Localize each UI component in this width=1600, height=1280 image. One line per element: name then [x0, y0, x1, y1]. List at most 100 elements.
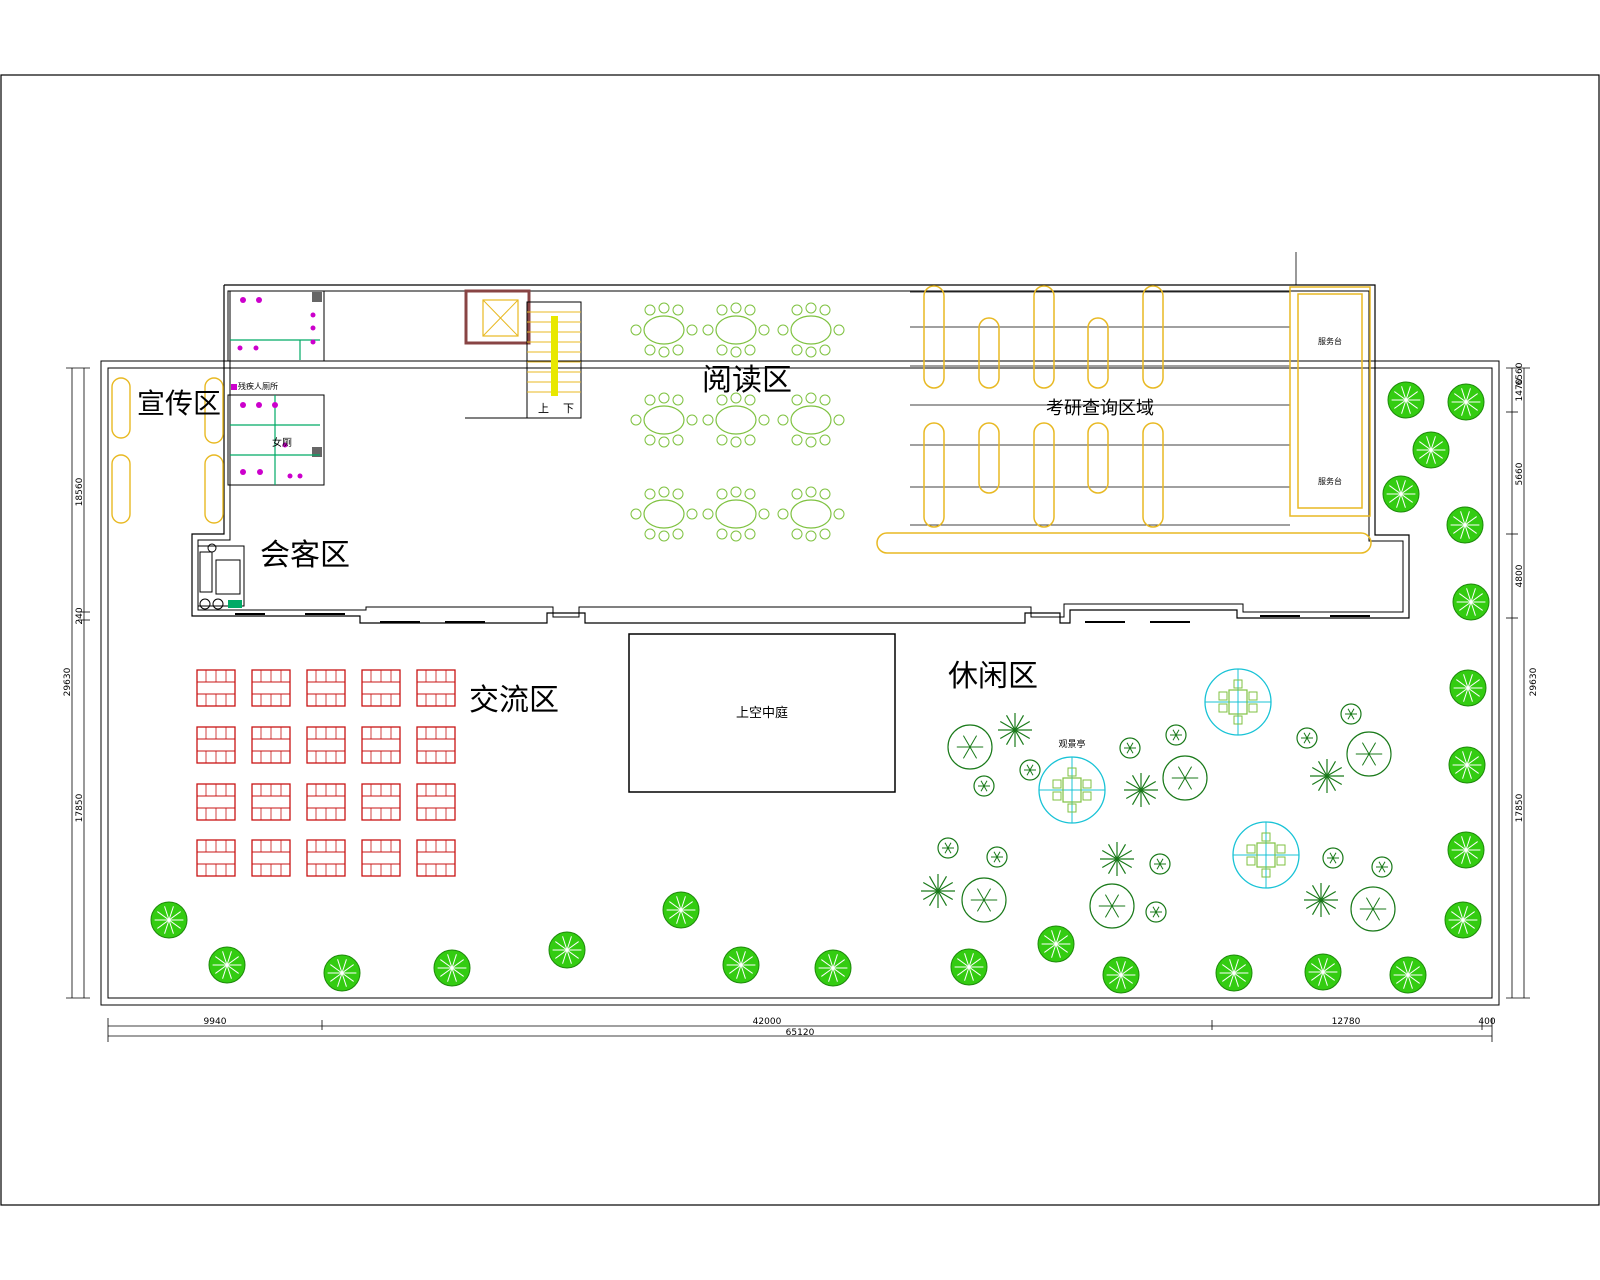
- shrub: [921, 874, 955, 908]
- tree: [1340, 703, 1362, 725]
- study-shelving: 服务台 服务台: [876, 285, 1372, 554]
- tree: [662, 891, 700, 929]
- tree: [814, 949, 852, 987]
- tree: [986, 846, 1008, 868]
- dim-left-4: 17850: [75, 793, 85, 822]
- zone-leisure-label: 休闲区: [948, 659, 1038, 694]
- tree: [973, 775, 995, 797]
- tree: [937, 837, 959, 859]
- tree: [1165, 724, 1187, 746]
- tree: [1382, 475, 1420, 513]
- reading-table: [777, 302, 845, 358]
- zone-publicity-label: 宣传区: [137, 387, 221, 420]
- tree: [1119, 737, 1141, 759]
- dim-bottom-1: 9940: [204, 1017, 227, 1027]
- exchange-table: [196, 726, 236, 764]
- drawing-frame: [0, 74, 1600, 1206]
- zone-reception-label: 会客区: [260, 538, 350, 573]
- pavilions: [1038, 668, 1300, 889]
- tree: [208, 946, 246, 984]
- publicity-furniture: [111, 377, 224, 524]
- reading-table: [702, 486, 770, 542]
- dim-right-4: 4800: [1515, 564, 1525, 587]
- exchange-table: [361, 726, 401, 764]
- tree: [1296, 727, 1318, 749]
- dim-bottom-total: 65120: [786, 1028, 815, 1038]
- zone-exchange-label: 交流区: [469, 683, 559, 718]
- tree: [1387, 381, 1425, 419]
- reading-tables: [630, 302, 845, 542]
- shrub: [1100, 842, 1134, 876]
- toilet-block: 残疾人厕所 女厕: [227, 290, 325, 486]
- exchange-table: [416, 726, 456, 764]
- tree: [1149, 853, 1171, 875]
- exchange-table: [196, 783, 236, 821]
- female-wc-label: 女厕: [272, 436, 292, 449]
- dim-right-1: 1470: [1515, 378, 1525, 401]
- exchange-table: [361, 669, 401, 707]
- reading-table: [777, 486, 845, 542]
- bottom-dimensions: [107, 1018, 1493, 1042]
- tree: [548, 931, 586, 969]
- tree: [1452, 583, 1490, 621]
- shrub: [1124, 773, 1158, 807]
- dim-right-3: 5660: [1515, 462, 1525, 485]
- site-boundary: [100, 360, 1500, 1006]
- exchange-table: [361, 783, 401, 821]
- elevator: [464, 289, 531, 345]
- dim-left-1: 18560: [75, 477, 85, 506]
- accessible-wc-label: 残疾人厕所: [238, 381, 278, 391]
- reading-table: [702, 392, 770, 448]
- building-outline: [191, 284, 1410, 624]
- building-outline-inner: [197, 290, 1404, 618]
- tree: [722, 946, 760, 984]
- exchange-tables: [196, 669, 456, 877]
- exchange-table: [416, 783, 456, 821]
- dim-right-6: 17850: [1515, 793, 1525, 822]
- exchange-table: [306, 669, 346, 707]
- dim-left-2: 240: [75, 607, 85, 624]
- reading-table: [702, 302, 770, 358]
- tree: [1350, 886, 1396, 932]
- tree: [1162, 755, 1208, 801]
- reading-table: [630, 302, 698, 358]
- exchange-table: [196, 669, 236, 707]
- zone-study-label: 考研查询区域: [1046, 398, 1154, 419]
- trees: [150, 381, 1490, 994]
- exchange-table: [196, 839, 236, 877]
- window-marks: [235, 613, 1370, 623]
- tree: [1019, 759, 1041, 781]
- stair-down-label: 下: [563, 402, 574, 415]
- dim-right-5: 29630: [1529, 667, 1539, 696]
- pavilion: [1038, 756, 1106, 824]
- tree: [1448, 746, 1486, 784]
- reading-table: [630, 486, 698, 542]
- shrub: [1304, 883, 1338, 917]
- tree: [1447, 383, 1485, 421]
- atrium-void: [628, 633, 896, 793]
- pavilion: [1204, 668, 1272, 736]
- tree: [950, 948, 988, 986]
- dim-right-2: 6560: [1515, 362, 1525, 385]
- tree: [947, 724, 993, 770]
- exchange-table: [361, 839, 401, 877]
- tree: [1444, 901, 1482, 939]
- tree: [1449, 669, 1487, 707]
- dim-bottom-4: 400: [1478, 1017, 1495, 1027]
- exchange-table: [251, 669, 291, 707]
- exchange-table: [416, 839, 456, 877]
- right-dimensions: [1506, 367, 1530, 999]
- tree: [1446, 506, 1484, 544]
- tree: [961, 877, 1007, 923]
- dim-bottom-3: 12780: [1332, 1017, 1361, 1027]
- tree: [1102, 956, 1140, 994]
- tree: [1089, 883, 1135, 929]
- dim-left-3: 29630: [63, 667, 73, 696]
- pavilion-label: 观景亭: [1058, 738, 1085, 750]
- tree: [1037, 925, 1075, 963]
- atrium-label: 上空中庭: [736, 705, 788, 721]
- service-desk-1-label: 服务台: [1318, 336, 1342, 346]
- stair-up-label: 上: [538, 402, 549, 415]
- tree: [1389, 956, 1427, 994]
